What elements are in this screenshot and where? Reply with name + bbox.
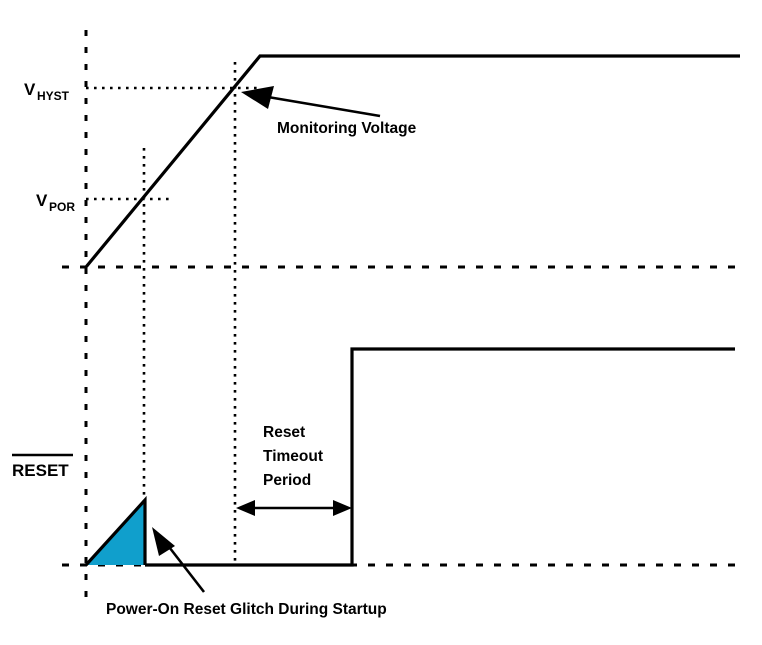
reset-timeout-label-line1: Reset bbox=[263, 424, 305, 441]
v-por-label-subscript: POR bbox=[49, 200, 75, 214]
monitoring-voltage-arrow-head bbox=[241, 86, 274, 109]
glitch-leader-line bbox=[164, 542, 206, 593]
reset-timeout-label-line2: Timeout bbox=[263, 448, 323, 465]
reset-timeout-arrow-head-left bbox=[236, 500, 255, 516]
monitoring-voltage-callout-text: Monitoring Voltage bbox=[277, 120, 417, 137]
v-hyst-label: V HYST bbox=[24, 80, 70, 103]
reset-waveform bbox=[145, 347, 735, 567]
glitch-callout: Power-On Reset Glitch During Startup bbox=[106, 527, 387, 618]
v-por-label-main: V bbox=[36, 191, 48, 210]
reset-timeout-label-line3: Period bbox=[263, 472, 311, 489]
glitch-caption-text: Power-On Reset Glitch During Startup bbox=[106, 601, 387, 618]
v-hyst-label-main: V bbox=[24, 80, 36, 99]
glitch-arrow-head bbox=[152, 527, 175, 556]
reset-timeout-arrow-head-right bbox=[333, 500, 352, 516]
power-on-reset-glitch-outline bbox=[84, 495, 147, 567]
v-por-label: V POR bbox=[36, 191, 75, 214]
monitoring-voltage-waveform bbox=[84, 54, 740, 269]
monitoring-voltage-leader-line bbox=[261, 94, 381, 118]
monitoring-voltage-callout: Monitoring Voltage bbox=[241, 86, 417, 137]
reset-signal-label: RESET bbox=[12, 453, 73, 480]
reset-signal-label-text: RESET bbox=[12, 461, 69, 480]
reset-timeout-period-annotation: Reset Timeout Period bbox=[236, 424, 352, 516]
v-hyst-label-subscript: HYST bbox=[37, 89, 70, 103]
